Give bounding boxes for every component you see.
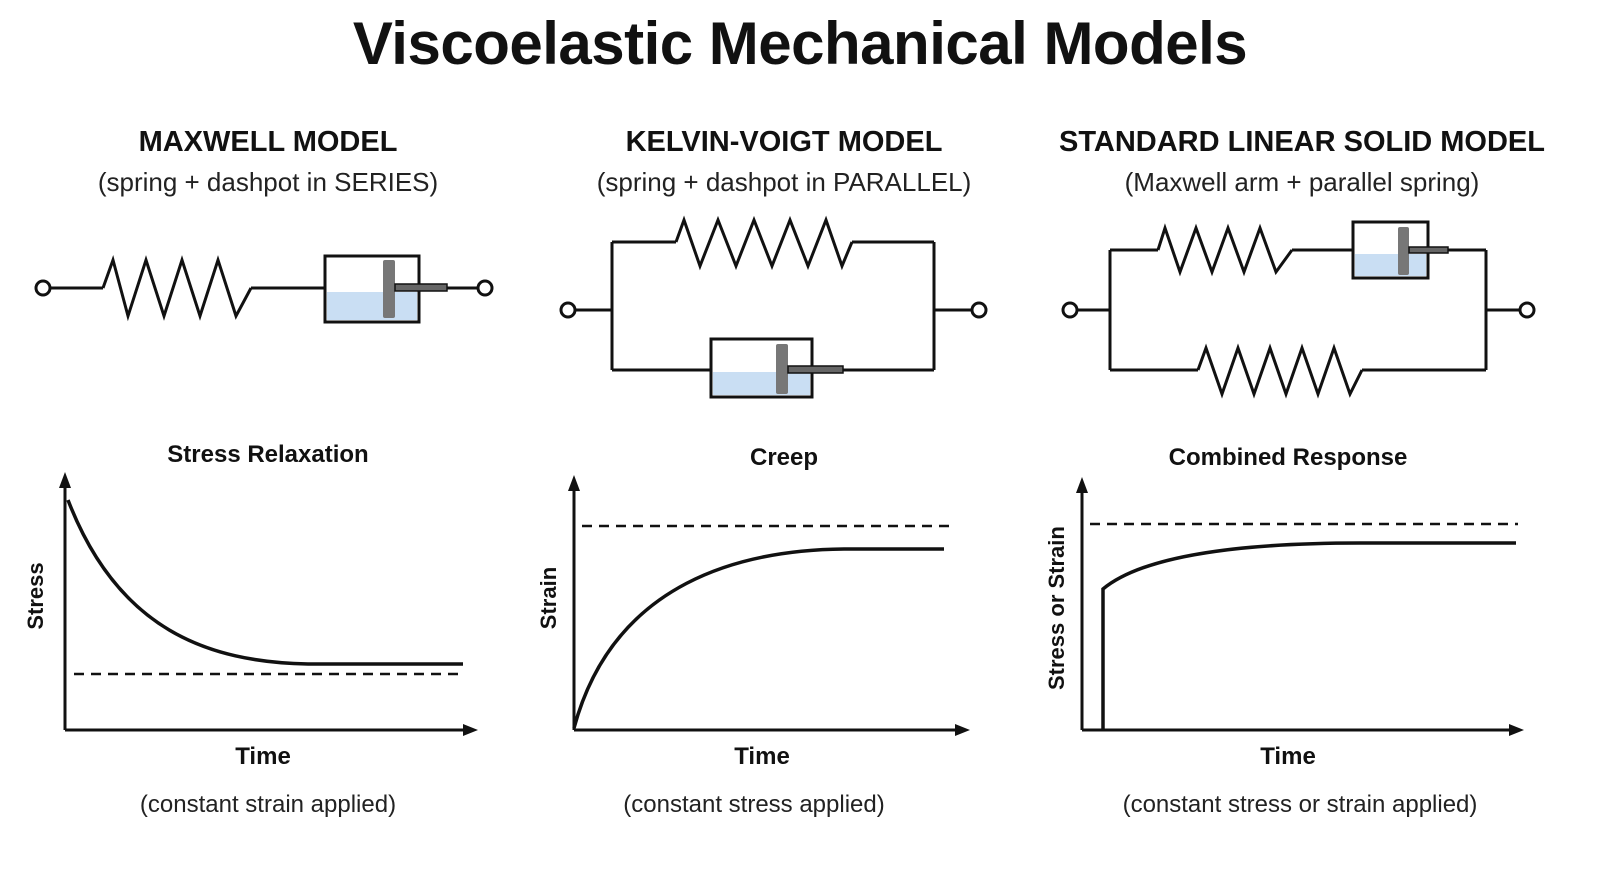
left-terminal bbox=[1061, 301, 1079, 319]
dashpot bbox=[323, 254, 448, 324]
maxwell-arm-spring bbox=[1156, 223, 1294, 277]
maxwell-panel: MAXWELL MODEL (spring + dashpot in SERIE… bbox=[8, 0, 528, 878]
y-axis-arrow bbox=[59, 472, 71, 488]
axes bbox=[572, 488, 958, 732]
maxwell-schematic bbox=[34, 254, 494, 324]
right-terminal bbox=[970, 301, 988, 319]
piston bbox=[1398, 227, 1409, 275]
condition-note: (constant stress or strain applied) bbox=[1122, 791, 1478, 818]
dashpot-fluid bbox=[713, 372, 810, 395]
model-title: KELVIN-VOIGT MODEL bbox=[625, 126, 943, 158]
response-curve bbox=[66, 499, 463, 666]
y-axis-arrow bbox=[1076, 477, 1088, 493]
model-subtitle: (Maxwell arm + parallel spring) bbox=[1124, 167, 1480, 197]
y-axis-label: Strain bbox=[536, 566, 561, 630]
graph-title: Combined Response bbox=[1168, 444, 1408, 471]
piston bbox=[776, 344, 788, 394]
left-terminal bbox=[559, 301, 577, 319]
y-axis-label: Stress bbox=[23, 562, 48, 630]
creep-graph bbox=[568, 475, 970, 736]
page-title: Viscoelastic Mechanical Models bbox=[352, 10, 1248, 77]
right-terminal bbox=[476, 279, 494, 297]
model-subtitle: (spring + dashpot in PARALLEL) bbox=[596, 167, 972, 197]
sls-schematic bbox=[1061, 220, 1536, 399]
axes bbox=[1080, 490, 1514, 732]
model-subtitle: (spring + dashpot in SERIES) bbox=[97, 167, 439, 197]
dashpot bbox=[1351, 220, 1449, 280]
parallel-spring bbox=[1196, 343, 1364, 399]
graph-title: Creep bbox=[749, 444, 819, 471]
spring bbox=[101, 254, 253, 322]
response-curve bbox=[1101, 541, 1516, 730]
condition-note: (constant stress applied) bbox=[623, 791, 885, 818]
right-terminal bbox=[1518, 301, 1536, 319]
graph-title: Stress Relaxation bbox=[167, 441, 369, 468]
model-title: MAXWELL MODEL bbox=[138, 126, 398, 158]
piston bbox=[383, 260, 395, 318]
left-terminal bbox=[34, 279, 52, 297]
condition-note: (constant strain applied) bbox=[139, 791, 397, 818]
x-axis-arrow bbox=[1509, 724, 1524, 736]
combined-response-graph bbox=[1076, 477, 1524, 736]
model-title: STANDARD LINEAR SOLID MODEL bbox=[1058, 126, 1545, 158]
dashpot-fluid bbox=[327, 292, 417, 320]
y-axis-label: Stress or Strain bbox=[1044, 526, 1069, 690]
response-curve bbox=[572, 547, 944, 729]
dashpot bbox=[709, 337, 844, 399]
x-axis-label: Time bbox=[1260, 743, 1316, 770]
spring bbox=[674, 215, 854, 271]
kelvin-voigt-schematic bbox=[559, 215, 988, 399]
dashpot-fluid bbox=[1355, 254, 1426, 276]
x-axis-label: Time bbox=[734, 743, 790, 770]
x-axis-label: Time bbox=[235, 743, 291, 770]
standard-linear-solid-panel: STANDARD LINEAR SOLID MODEL (Maxwell arm… bbox=[1040, 0, 1560, 878]
kelvin-voigt-panel: KELVIN-VOIGT MODEL (spring + dashpot in … bbox=[524, 0, 1044, 878]
x-axis-arrow bbox=[463, 724, 478, 736]
y-axis-arrow bbox=[568, 475, 580, 491]
axes bbox=[63, 484, 468, 732]
stress-relaxation-graph bbox=[59, 472, 478, 736]
x-axis-arrow bbox=[955, 724, 970, 736]
